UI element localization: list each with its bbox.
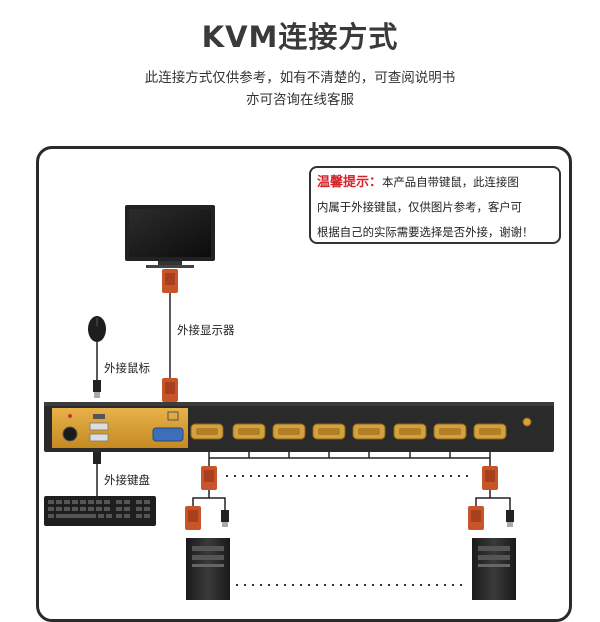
- subtitle-line-1: 此连接方式仅供参考，如有不清楚的，可查阅说明书: [144, 70, 456, 86]
- vga-connector-icon: [162, 269, 178, 293]
- subtitle-line-2: 亦可咨询在线客服: [246, 92, 354, 108]
- usb-plug-icon: [93, 380, 101, 398]
- power-button-icon: [62, 426, 78, 442]
- vga-plug-icon: [162, 378, 178, 402]
- vga-connector-icon: [482, 466, 498, 490]
- page-title: KVM连接方式: [201, 20, 399, 54]
- tip-line-2: 内属于外接键鼠，仅供图片参考，客户可: [317, 200, 523, 214]
- vga-plug-icon: [185, 506, 201, 530]
- usb-port-icon: [89, 422, 109, 431]
- usb-plug-icon: [93, 452, 101, 464]
- computer-tower-icon: [472, 538, 516, 600]
- computer-tower-icon: [186, 538, 230, 600]
- mouse-label: 外接鼠标: [103, 360, 151, 376]
- monitor-label: 外接显示器: [176, 322, 236, 338]
- vga-out-port-icon: [152, 427, 184, 442]
- connection-diagram: [44, 205, 554, 600]
- keyboard-label: 外接键盘: [103, 472, 151, 488]
- tip-line-1: 本产品自带键鼠，此连接图: [382, 175, 519, 189]
- tip-box: 温馨提示：本产品自带键鼠，此连接图 内属于外接键鼠，仅供图片参考，客户可 根据自…: [309, 166, 561, 244]
- computer-ports: [190, 423, 507, 440]
- vga-plug-icon: [468, 506, 484, 530]
- tip-line-3: 根据自己的实际需要选择是否外接，谢谢！: [317, 225, 534, 239]
- port-bracket: [208, 452, 491, 459]
- keyboard-icon: [44, 496, 156, 526]
- kvm-switch-unit: [44, 402, 554, 452]
- monitor-icon: [125, 205, 215, 268]
- tip-heading: 温馨提示：: [317, 175, 383, 190]
- usb-plug-icon: [506, 510, 514, 527]
- led-icon: [68, 414, 72, 418]
- mouse-icon: [88, 316, 106, 342]
- usb-plug-icon: [221, 510, 229, 527]
- usb-port-icon: [89, 433, 109, 442]
- vga-connector-icon: [201, 466, 217, 490]
